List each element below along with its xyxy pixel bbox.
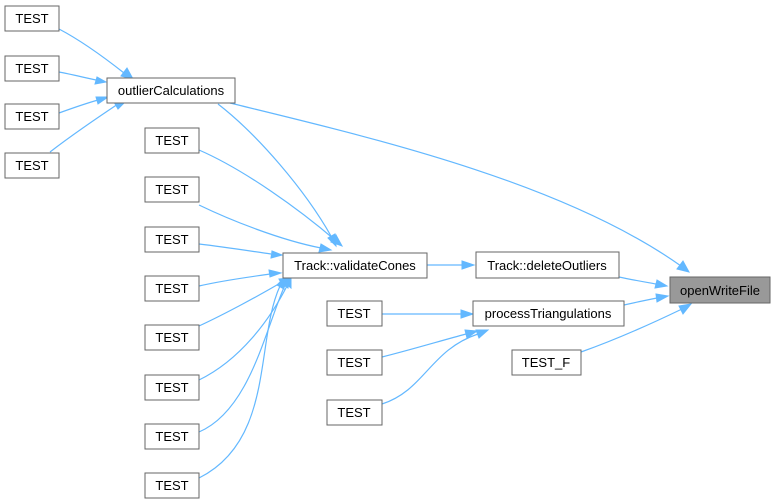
node-label: TEST	[15, 61, 48, 76]
node-label: TEST	[155, 330, 188, 345]
node-label: TEST	[15, 158, 48, 173]
node-label: TEST	[155, 429, 188, 444]
node-test[interactable]: TEST	[144, 472, 200, 499]
node-test[interactable]: TEST	[4, 5, 60, 32]
edge-test-f-to-open-write-file	[580, 303, 693, 353]
edge-process-triangulations-to-open-write-file	[623, 293, 670, 306]
edge-test-to-outlier-calculations	[58, 71, 108, 85]
edge-test-to-validate-cones	[198, 275, 286, 479]
node-track-validate-cones[interactable]: Track::validateCones	[282, 252, 428, 279]
node-test[interactable]: TEST	[144, 176, 200, 203]
node-label: TEST_F	[522, 355, 570, 370]
nodes: TEST TEST TEST TEST outlierCalculations …	[4, 5, 771, 499]
node-label: TEST	[155, 182, 188, 197]
node-test[interactable]: TEST	[144, 374, 200, 401]
edge-test-to-outlier-calculations	[58, 28, 134, 80]
edge-test-to-validate-cones	[198, 269, 283, 287]
node-test[interactable]: TEST	[326, 300, 383, 327]
node-test[interactable]: TEST	[326, 399, 383, 426]
node-test[interactable]: TEST	[144, 423, 200, 450]
edge-test-to-process-triangulations	[382, 309, 475, 319]
node-test[interactable]: TEST	[144, 324, 200, 351]
node-label: TEST	[337, 405, 370, 420]
node-label: TEST	[155, 478, 188, 493]
node-test[interactable]: TEST	[144, 226, 200, 253]
node-test[interactable]: TEST	[144, 275, 200, 302]
node-test[interactable]: TEST	[144, 127, 200, 154]
edge-test-to-process-triangulations	[381, 329, 490, 405]
node-open-write-file[interactable]: openWriteFile	[669, 276, 771, 304]
node-label: TEST	[15, 11, 48, 26]
node-test-f[interactable]: TEST_F	[511, 349, 582, 376]
node-test[interactable]: TEST	[4, 152, 60, 179]
node-label: TEST	[155, 281, 188, 296]
edge-outlier-calculations-to-open-write-file	[229, 102, 690, 273]
edge-test-to-validate-cones	[198, 204, 333, 253]
edge-validate-cones-to-delete-outliers	[427, 260, 476, 270]
node-test[interactable]: TEST	[326, 349, 383, 376]
edge-test-to-validate-cones	[198, 274, 291, 433]
node-label: TEST	[15, 109, 48, 124]
node-test[interactable]: TEST	[4, 55, 60, 82]
node-label: openWriteFile	[680, 283, 760, 298]
edge-test-to-validate-cones	[198, 243, 284, 259]
edge-delete-outliers-to-open-write-file	[618, 276, 669, 289]
edge-test-to-outlier-calculations	[49, 100, 128, 153]
node-label: TEST	[337, 306, 370, 321]
node-label: TEST	[155, 133, 188, 148]
node-label: TEST	[155, 380, 188, 395]
node-label: TEST	[337, 355, 370, 370]
node-test[interactable]: TEST	[4, 103, 60, 130]
node-track-delete-outliers[interactable]: Track::deleteOutliers	[475, 251, 620, 279]
node-label: Track::deleteOutliers	[487, 258, 607, 273]
edge-test-to-validate-cones	[198, 149, 344, 247]
node-label: TEST	[155, 232, 188, 247]
edge-test-to-process-triangulations	[381, 329, 479, 358]
edge-test-to-outlier-calculations	[58, 96, 110, 114]
node-label: Track::validateCones	[294, 258, 416, 273]
node-label: outlierCalculations	[118, 83, 225, 98]
node-label: processTriangulations	[485, 306, 612, 321]
node-process-triangulations[interactable]: processTriangulations	[472, 300, 625, 327]
node-outlier-calculations[interactable]: outlierCalculations	[106, 77, 236, 104]
